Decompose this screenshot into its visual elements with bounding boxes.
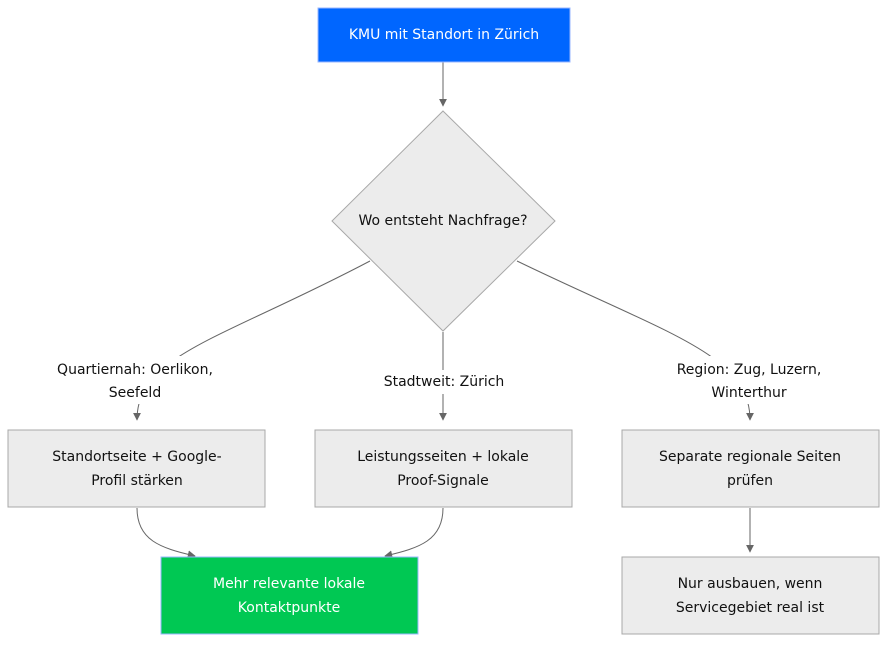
node-decision: Wo entsteht Nachfrage?	[331, 110, 556, 332]
node-leistung-line-2: Proof-Signale	[397, 473, 489, 489]
node-standort-box	[7, 429, 266, 508]
node-standort-line-2: Profil stärken	[91, 473, 183, 489]
node-result-line-2: Kontaktpunkte	[238, 600, 340, 616]
node-result-box	[160, 556, 419, 635]
node-ausbau: Nur ausbauen, wenn Servicegebiet real is…	[621, 556, 880, 635]
edge-label-quartier-line-2: Seefeld	[109, 385, 161, 401]
node-leistung-line-1: Leistungsseiten + lokale	[357, 449, 529, 465]
decision-diamond	[331, 110, 556, 332]
node-leistung-box	[314, 429, 573, 508]
edge-standort-to-result	[136, 507, 196, 559]
edge-label-stadt: Stadtweit: Zürich	[378, 370, 510, 394]
node-regional-line-1: Separate regionale Seiten	[659, 449, 841, 465]
node-result: Mehr relevante lokale Kontaktpunkte	[160, 556, 419, 635]
edge-label-region-line-2: Winterthur	[711, 385, 786, 401]
edge-leistung-to-result	[384, 507, 444, 559]
edge-label-stadt-line-1: Stadtweit: Zürich	[384, 374, 505, 390]
node-regional-line-2: prüfen	[727, 473, 773, 489]
edge-label-region: Region: Zug, Luzern, Winterthur	[670, 356, 830, 404]
edge-label-quartier: Quartiernah: Oerlikon, Seefeld	[50, 356, 220, 404]
node-regional: Separate regionale Seiten prüfen	[621, 429, 880, 508]
node-regional-box	[621, 429, 880, 508]
node-start-box	[317, 7, 571, 63]
node-ausbau-line-1: Nur ausbauen, wenn	[678, 576, 823, 592]
node-standort: Standortseite + Google- Profil stärken	[7, 429, 266, 508]
node-result-line-1: Mehr relevante lokale	[213, 576, 365, 592]
node-standort-line-1: Standortseite + Google-	[52, 449, 221, 465]
edge-label-region-line-1: Region: Zug, Luzern,	[677, 362, 822, 378]
node-start: KMU mit Standort in Zürich	[317, 7, 571, 63]
edge-label-quartier-line-1: Quartiernah: Oerlikon,	[57, 362, 213, 378]
node-ausbau-box	[621, 556, 880, 635]
node-leistung: Leistungsseiten + lokale Proof-Signale	[314, 429, 573, 508]
node-ausbau-line-2: Servicegebiet real ist	[676, 600, 825, 616]
node-decision-label: Wo entsteht Nachfrage?	[358, 213, 527, 229]
node-start-label: KMU mit Standort in Zürich	[349, 27, 539, 43]
